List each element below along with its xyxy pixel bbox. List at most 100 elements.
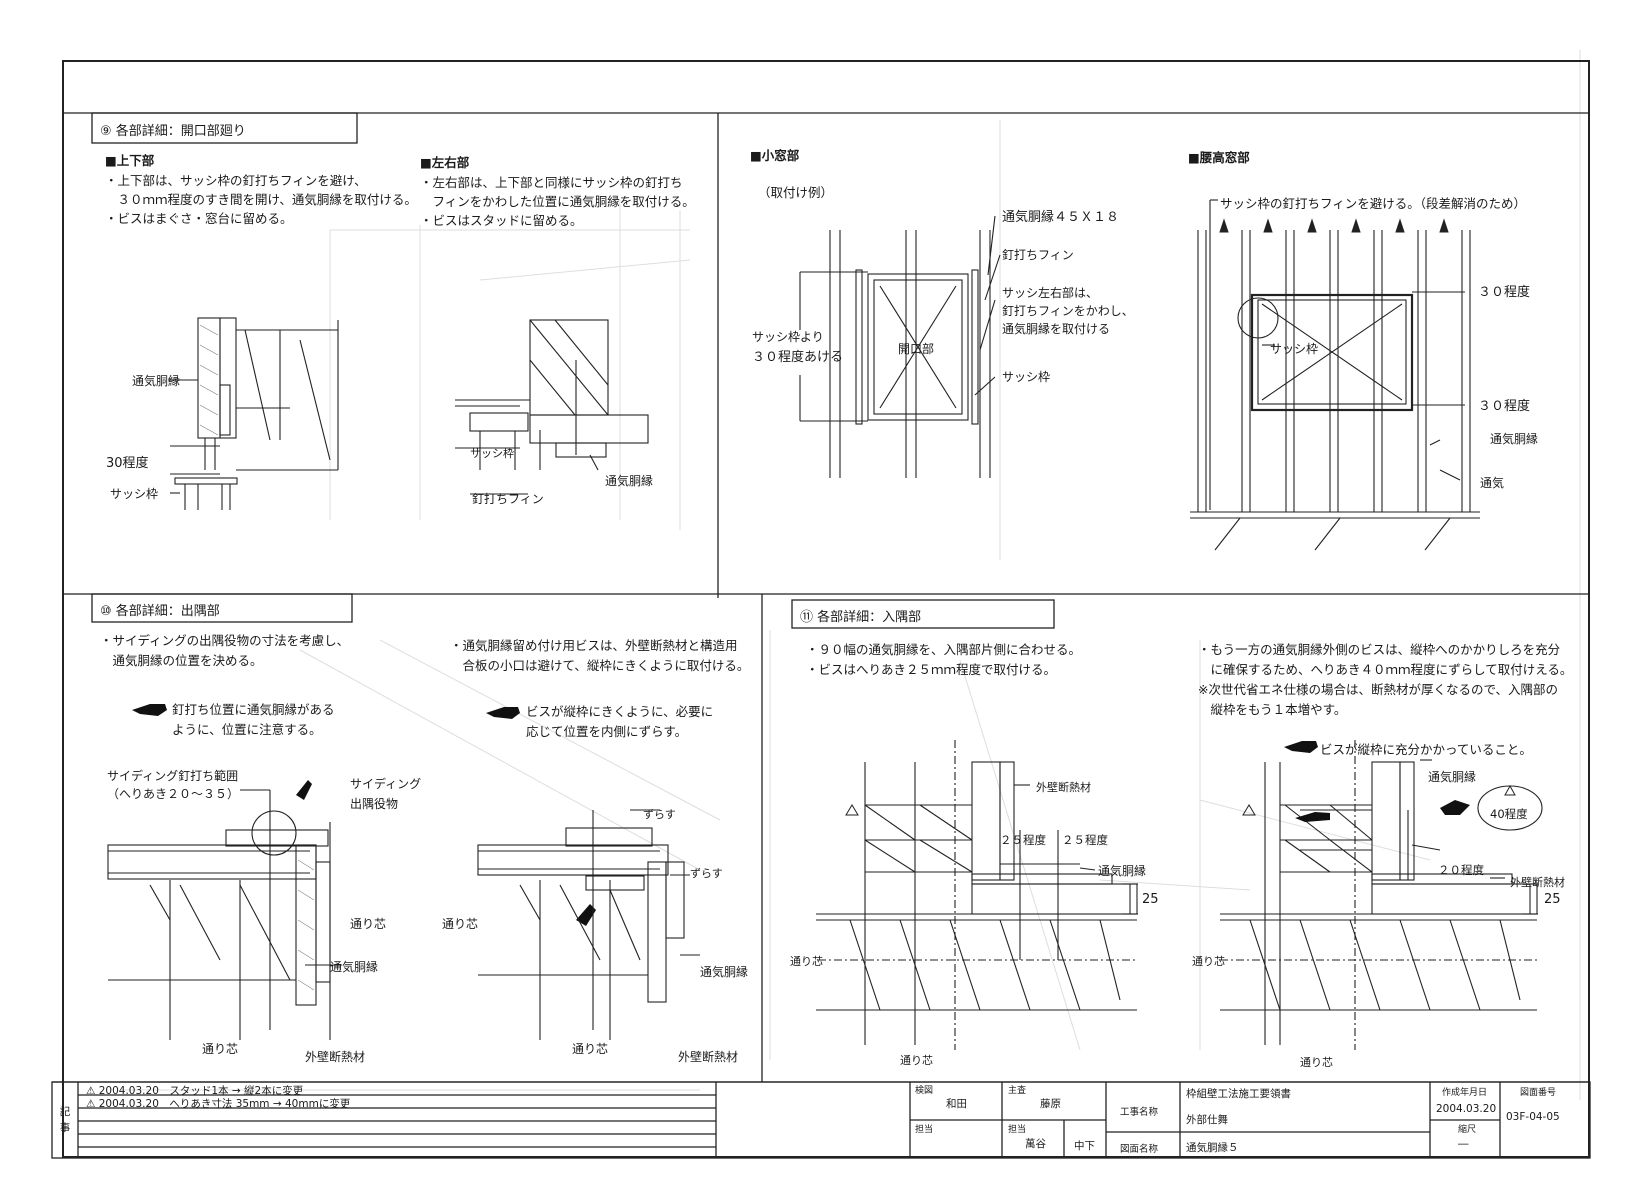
notes-side-label: 記事 — [59, 1106, 71, 1134]
draw-label: 担当 — [915, 1125, 934, 1135]
inside-a-core-2: 通り芯 — [900, 1054, 933, 1067]
number-value: 03F-04-05 — [1506, 1111, 1560, 1123]
pointing-hand-icon — [296, 780, 312, 800]
section11-title: ⑪ 各部詳細：入隅部 — [800, 610, 922, 625]
section10-right-line-2: 合板の小口は避けて、縦枠にきくように取付ける。 — [450, 658, 750, 673]
inside-b-20: ２０程度 — [1438, 863, 1484, 877]
section11-right-line-1: ・もう一方の通気胴縁外側のビスは、縦枠へのかかりしろを充分 — [1198, 642, 1561, 657]
drawing-value: 通気胴縁５ — [1186, 1142, 1239, 1154]
section11-right-line-2: に確保するため、へりあき４０ｍｍ程度にずらして取付けえる。 — [1198, 662, 1573, 677]
inside-a-25b: ２５程度 — [1062, 833, 1108, 847]
left-right-heading: ■左右部 — [420, 155, 470, 170]
check-name: 和田 — [946, 1098, 967, 1110]
section11-left-line-2: ・ビスはへりあき２５ｍｍ程度で取付ける。 — [806, 662, 1057, 677]
tall-window-30a: ３０程度 — [1478, 285, 1531, 300]
section10-title: ⑩ 各部詳細：出隅部 — [100, 604, 220, 619]
upper-lower-line-1: ・上下部は、サッシ枠の釘打ちフィンを避け、 — [105, 173, 367, 188]
project-label: 工事名称 — [1120, 1107, 1159, 1118]
small-window-left-2: ３０程度あける — [752, 350, 844, 365]
upper-lower-heading: ■上下部 — [105, 153, 155, 168]
tall-window-avoid-label: サッシ枠の釘打ちフィンを避ける。（段差解消のため） — [1220, 196, 1527, 211]
scale-label: 縮尺 — [1458, 1125, 1477, 1135]
check-label: 検図 — [915, 1086, 934, 1096]
scale-value: ― — [1458, 1138, 1469, 1150]
inside-b-core-2: 通り芯 — [1300, 1056, 1333, 1069]
drawing-sheet-frame — [62, 60, 1590, 1158]
section10-note-left-1: 釘打ち位置に通気胴縁がある — [172, 702, 335, 717]
small-window-opening: 開口部 — [898, 342, 935, 356]
date-value: 2004.03.20 — [1436, 1103, 1497, 1115]
chief-name: 藤原 — [1040, 1098, 1061, 1110]
section11-right-line-4: 縦枠をもう１本増やす。 — [1198, 702, 1347, 717]
date-label: 作成年月日 — [1442, 1088, 1488, 1098]
tall-window-heading: ■腰高窓部 — [1188, 150, 1250, 165]
shift-label-1: ずらす — [643, 808, 676, 821]
nail-range-label-2: （へりあき２０～３５） — [107, 787, 240, 801]
inside-a-furring: 通気胴縁 — [1098, 864, 1147, 878]
small-window-lr-2: 釘打ちフィンをかわし、 — [1002, 304, 1134, 318]
upper-lower-furring-label: 通気胴縁 — [132, 374, 181, 388]
small-window-lr-1: サッシ左右部は、 — [1002, 286, 1099, 300]
upper-lower-line-2: ３０ｍｍ程度のすき間を開け、通気胴縁を取付ける。 — [105, 192, 417, 207]
pointing-hand-icon — [132, 704, 167, 716]
nail-range-label-1: サイディング釘打ち範囲 — [107, 769, 239, 783]
pointing-hand-icon — [486, 707, 520, 719]
upper-lower-line-3: ・ビスはまぐさ・窓台に留める。 — [105, 211, 293, 226]
inside-b-furring: 通気胴縁 — [1428, 770, 1477, 784]
core-label-a: 通り芯 — [350, 917, 387, 931]
left-right-sash-label: サッシ枠 — [470, 447, 514, 460]
inside-a-insulation: 外壁断熱材 — [1036, 781, 1091, 794]
inside-a-25a: ２５程度 — [1000, 833, 1046, 847]
drawing-label: 図面名称 — [1120, 1144, 1159, 1155]
tall-window-30b: ３０程度 — [1478, 399, 1531, 414]
core-label-c: 通り芯 — [442, 917, 479, 931]
project-value-1: 枠組壁工法施工要領書 — [1186, 1088, 1291, 1100]
inside-b-insulation: 外壁断熱材 — [1510, 876, 1565, 889]
furring-label-b: 通気胴縁 — [700, 965, 749, 979]
section10-left-line-2: 通気胴縁の位置を決める。 — [100, 653, 263, 668]
tall-window-sash: サッシ枠 — [1270, 342, 1319, 356]
section10-left-line-1: ・サイディングの出隅役物の寸法を考慮し、 — [100, 633, 350, 648]
left-right-line-2: フィンをかわした位置に通気胴縁を取付ける。 — [420, 194, 695, 209]
core-label-d: 通り芯 — [572, 1042, 609, 1056]
inside-b-core-1: 通り芯 — [1192, 955, 1225, 968]
small-window-sash-label: サッシ枠 — [1002, 370, 1051, 384]
left-right-line-3: ・ビスはスタッドに留める。 — [420, 213, 583, 228]
section10-note-left-2: ように、位置に注意する。 — [172, 722, 322, 737]
drafter-name-2: 中下 — [1074, 1140, 1095, 1152]
insulation-label-a: 外壁断熱材 — [305, 1050, 366, 1064]
left-right-furring-label: 通気胴縁 — [605, 474, 654, 488]
revision-2: ⚠ 2004.03.20 へりあき寸法 35mm → 40mmに変更 — [86, 1098, 351, 1110]
small-window-lr-3: 通気胴縁を取付ける — [1002, 322, 1111, 336]
project-value-2: 外部仕舞 — [1186, 1114, 1228, 1126]
core-label-b: 通り芯 — [202, 1042, 239, 1056]
drafter-name: 萬谷 — [1025, 1138, 1046, 1150]
pointing-hand-icon — [1440, 800, 1470, 815]
small-window-heading: ■小窓部 — [750, 148, 800, 163]
inside-a-core-1: 通り芯 — [790, 955, 823, 968]
chief-label: 主査 — [1008, 1086, 1027, 1096]
section9-title: ⑨ 各部詳細：開口部廻り — [100, 124, 246, 139]
number-label: 図面番号 — [1520, 1088, 1557, 1098]
upper-lower-gap-label: 30程度 — [106, 456, 149, 471]
section10-note-right-1: ビスが縦枠にきくように、必要に — [526, 704, 714, 719]
section11-left-line-1: ・９０幅の通気胴縁を、入隅部片側に合わせる。 — [806, 642, 1082, 657]
small-window-sub: （取付け例） — [758, 185, 834, 200]
section11-right-line-3: ※次世代省エネ仕様の場合は、断熱材が厚くなるので、入隅部の — [1198, 682, 1558, 697]
small-window-left-1: サッシ枠より — [752, 330, 824, 344]
drafter-label: 担当 — [1008, 1125, 1027, 1135]
corner-piece-label-2: 出隅役物 — [350, 797, 399, 811]
small-window-furring-size: 通気胴縁４５Ｘ１８ — [1002, 210, 1120, 225]
left-right-line-1: ・左右部は、上下部と同様にサッシ枠の釘打ち — [420, 175, 683, 190]
inside-a-dim: 25 — [1142, 892, 1159, 907]
inside-b-dim: 25 — [1544, 892, 1561, 907]
